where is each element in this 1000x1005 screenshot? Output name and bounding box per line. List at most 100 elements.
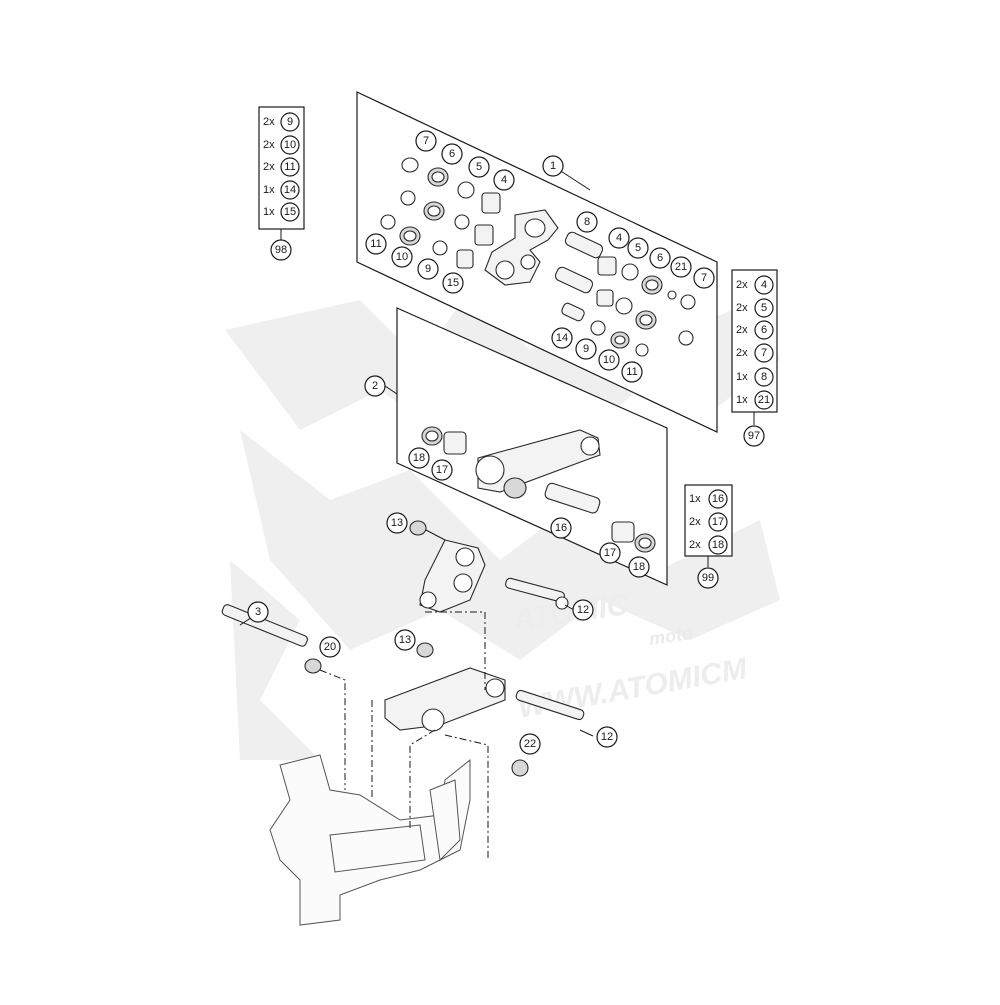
callout-9-top: 9 xyxy=(417,258,439,280)
callout-6: 6 xyxy=(649,247,671,269)
svg-text:13: 13 xyxy=(391,517,403,529)
svg-text:1x: 1x xyxy=(263,184,275,196)
svg-text:8: 8 xyxy=(584,216,590,228)
svg-text:98: 98 xyxy=(275,244,287,256)
svg-text:16: 16 xyxy=(555,522,567,534)
svg-text:6: 6 xyxy=(449,148,455,160)
callout-18: 18 xyxy=(628,556,650,578)
callout-7: 7 xyxy=(693,267,715,289)
svg-text:99: 99 xyxy=(702,572,714,584)
callout-3: 3 xyxy=(247,601,269,623)
svg-text:2x: 2x xyxy=(736,347,748,359)
callout-13: 13 xyxy=(394,629,416,651)
kit-97-box: 2x 4 2x 5 2x 6 2x 7 1x 8 1x 21 xyxy=(731,269,778,413)
svg-text:8: 8 xyxy=(761,371,767,383)
kit-99-box: 1x 16 2x 17 2x 18 xyxy=(684,484,733,557)
svg-text:4: 4 xyxy=(501,174,507,186)
svg-text:17: 17 xyxy=(712,516,724,528)
callout-12-top: 12 xyxy=(572,599,594,621)
svg-text:21: 21 xyxy=(675,261,687,273)
svg-text:1x: 1x xyxy=(736,371,748,383)
callout-11-top: 11 xyxy=(365,233,387,255)
svg-text:15: 15 xyxy=(284,206,296,218)
watermark-url: WWW.ATOMICM xyxy=(515,652,750,725)
callout-5-top: 5 xyxy=(468,156,490,178)
svg-text:10: 10 xyxy=(396,251,408,263)
svg-text:9: 9 xyxy=(287,116,293,128)
svg-text:1x: 1x xyxy=(689,493,701,505)
svg-text:1x: 1x xyxy=(263,206,275,218)
svg-text:13: 13 xyxy=(399,634,411,646)
svg-text:21: 21 xyxy=(758,394,770,406)
callout-21: 21 xyxy=(670,256,692,278)
svg-text:12: 12 xyxy=(601,731,613,743)
callout-15: 15 xyxy=(442,272,464,294)
callout-10-top: 10 xyxy=(391,246,413,268)
svg-text:2x: 2x xyxy=(263,116,275,128)
panel-1-parts xyxy=(380,157,696,357)
callout-11: 11 xyxy=(621,361,643,383)
svg-text:15: 15 xyxy=(447,277,459,289)
callout-6-top: 6 xyxy=(441,143,463,165)
callout-9: 9 xyxy=(575,338,597,360)
svg-text:4: 4 xyxy=(616,232,622,244)
callout-8: 8 xyxy=(576,211,598,233)
panel-2-parts xyxy=(421,426,656,553)
svg-text:17: 17 xyxy=(604,547,616,559)
callout-2: 2 xyxy=(364,375,386,397)
svg-text:17: 17 xyxy=(436,464,448,476)
callout-98: 98 xyxy=(270,239,292,261)
svg-text:6: 6 xyxy=(657,252,663,264)
callout-1: 1 xyxy=(542,155,564,177)
callout-16: 16 xyxy=(550,517,572,539)
callout-99: 99 xyxy=(697,567,719,589)
svg-text:2x: 2x xyxy=(263,139,275,151)
svg-text:18: 18 xyxy=(413,452,425,464)
svg-text:22: 22 xyxy=(524,738,536,750)
callout-7-top: 7 xyxy=(415,130,437,152)
svg-text:14: 14 xyxy=(284,184,296,196)
callout-4-top: 4 xyxy=(493,169,515,191)
svg-text:10: 10 xyxy=(603,354,615,366)
callout-14: 14 xyxy=(551,327,573,349)
svg-text:7: 7 xyxy=(701,272,707,284)
svg-text:2: 2 xyxy=(372,380,378,392)
svg-text:1: 1 xyxy=(550,160,556,172)
svg-text:2x: 2x xyxy=(736,302,748,314)
callout-17: 17 xyxy=(599,542,621,564)
callout-5: 5 xyxy=(627,237,649,259)
svg-text:5: 5 xyxy=(635,242,641,254)
svg-text:9: 9 xyxy=(583,343,589,355)
svg-text:3: 3 xyxy=(255,606,261,618)
svg-text:2x: 2x xyxy=(689,516,701,528)
callout-97: 97 xyxy=(743,425,765,447)
svg-text:6: 6 xyxy=(761,324,767,336)
svg-text:2x: 2x xyxy=(736,279,748,291)
callout-17-left: 17 xyxy=(431,459,453,481)
callout-20: 20 xyxy=(319,636,341,658)
kit-98-box: 2x 9 2x 10 2x 11 1x 14 1x 15 xyxy=(258,106,305,230)
svg-text:14: 14 xyxy=(556,332,568,344)
callout-13-top: 13 xyxy=(386,512,408,534)
svg-text:7: 7 xyxy=(423,135,429,147)
svg-text:11: 11 xyxy=(284,161,295,173)
svg-text:16: 16 xyxy=(712,493,724,505)
watermark-sub: moto xyxy=(648,623,694,649)
linkage-assembly xyxy=(221,520,585,926)
svg-text:2x: 2x xyxy=(689,539,701,551)
svg-text:12: 12 xyxy=(577,604,589,616)
svg-text:4: 4 xyxy=(761,279,767,291)
callout-22: 22 xyxy=(519,733,541,755)
svg-text:9: 9 xyxy=(425,263,431,275)
svg-text:11: 11 xyxy=(370,238,381,250)
svg-text:1x: 1x xyxy=(736,394,748,406)
callout-18-left: 18 xyxy=(408,447,430,469)
svg-text:2x: 2x xyxy=(263,161,275,173)
svg-text:18: 18 xyxy=(712,539,724,551)
svg-text:10: 10 xyxy=(284,139,296,151)
svg-text:11: 11 xyxy=(626,366,637,378)
svg-text:2x: 2x xyxy=(736,324,748,336)
svg-text:18: 18 xyxy=(633,561,645,573)
callout-12: 12 xyxy=(596,726,618,748)
